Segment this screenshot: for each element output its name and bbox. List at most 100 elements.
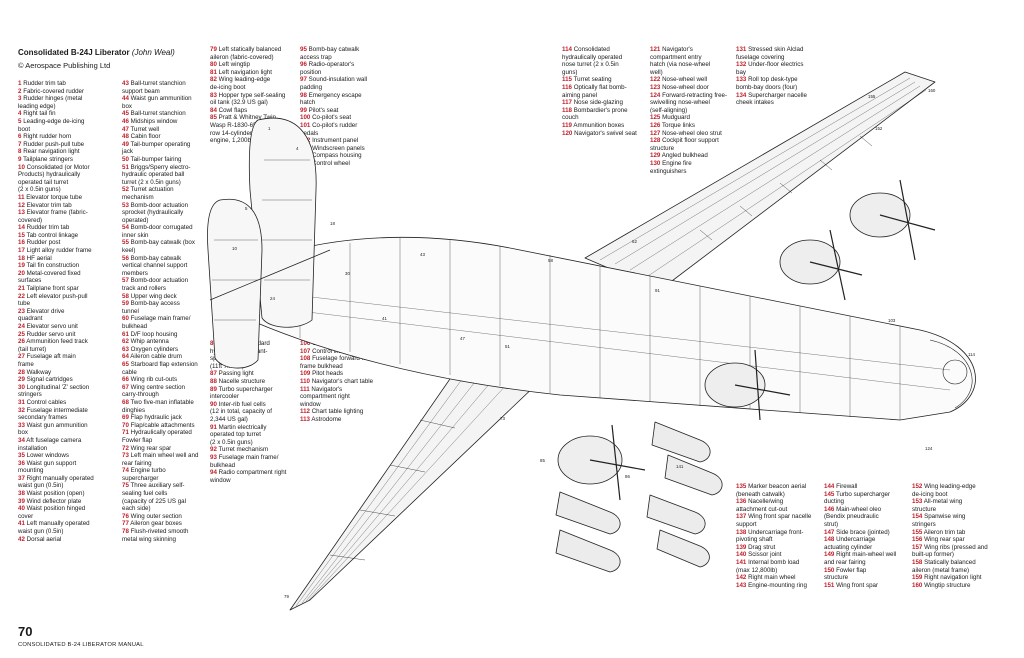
callout-18: 18 [330, 221, 335, 226]
callout-24: 24 [270, 296, 275, 301]
legend-item: 57 Bomb-door actuation track and rollers [122, 277, 210, 292]
legend-item: 26 Ammunition feed track (tail turret) [18, 338, 118, 353]
legend-item-number: 32 [18, 406, 25, 414]
callout-10: 10 [232, 246, 237, 251]
legend-item-text: Light alloy rudder frame [26, 247, 92, 255]
legend-item-number: 152 [912, 483, 923, 490]
legend-item-text: Bombardier's prone couch [562, 106, 628, 122]
legend-item-text: Right main wheel [748, 574, 796, 582]
legend-item-text: Tail-bumper operating jack [122, 140, 191, 156]
legend-item-number: 120 [562, 129, 573, 137]
legend-item: 152 Wing leading-edge de-icing boot [912, 483, 1012, 498]
callout-86: 86 [625, 474, 630, 479]
legend-item-number: 19 [18, 262, 25, 270]
legend-item-text: Aileron trim tab [923, 528, 966, 536]
legend-item: 142 Right main wheel [736, 574, 824, 582]
legend-item-text: Left main wheel well and rear fairing [122, 452, 199, 467]
legend-item: 133 Roll top desk-type bomb-bay doors (f… [736, 76, 824, 91]
legend-item-number: 124 [650, 91, 661, 99]
legend-item: 137 Wing front spar nacelle support [736, 513, 824, 528]
legend-item: 90 Inter-rib fuel cells (12 in total, ca… [210, 401, 300, 424]
legend-item: 84 Cowl flaps [210, 107, 300, 115]
legend-item: 38 Waist position (open) [18, 490, 118, 498]
legend-item: 83 Hopper type self-sealing oil tank (32… [210, 92, 300, 107]
legend-item: 62 Whip antenna [122, 338, 210, 346]
legend-item-text: Starboard flap extension cable [122, 360, 198, 376]
legend-item-text: Nose side-glazing [573, 99, 623, 107]
legend-item-number: 25 [18, 330, 25, 338]
legend-item: 67 Wing centre section carry-through [122, 384, 210, 399]
legend-item-number: 34 [18, 436, 25, 444]
bombs [555, 421, 723, 573]
legend-item: 123 Nose-wheel door [650, 84, 736, 92]
legend-item-number: 132 [736, 61, 747, 69]
legend-item-text: Fuselage intermediate secondary frames [18, 406, 88, 422]
legend-item-text: Turbo supercharger intercooler [210, 385, 273, 401]
callout-43: 43 [420, 252, 425, 257]
legend-item-text: Rudder push-pull tube [23, 140, 85, 148]
legend-item-text: Bomb-bay catwalk access trap [300, 46, 360, 61]
legend-item: 153 All-metal wing structure [912, 498, 1012, 513]
legend-item-text: Midships window [130, 117, 178, 125]
legend-item: 111 Navigator's compartment right window [300, 386, 390, 409]
legend-item-number: 106 [300, 340, 311, 347]
legend-item: 31 Control cables [18, 399, 118, 407]
legend-item: 36 Waist gun support mounting [18, 460, 118, 475]
legend-item-number: 83 [210, 91, 217, 99]
legend-item-number: 151 [824, 581, 835, 589]
legend-item-number: 131 [736, 46, 747, 53]
legend-item-number: 74 [122, 467, 129, 475]
legend-item-text: Rear navigation light [23, 148, 80, 156]
legend-item: 41 Left manually operated waist gun (0.5… [18, 520, 118, 535]
legend-item-text: Cabin floor [130, 133, 161, 141]
legend-item: 33 Waist gun ammunition box [18, 422, 118, 437]
legend-item: 119 Ammunition boxes [562, 122, 650, 130]
legend-item-text: Tab control linkage [26, 231, 79, 239]
legend-item-number: 10 [18, 163, 25, 171]
callout-30: 30 [345, 271, 350, 276]
legend-item-text: Signal cartridges [26, 376, 73, 384]
legend-item: 34 Aft fuselage camera installation [18, 437, 118, 452]
legend-item: 156 Wing rear spar [912, 536, 1012, 544]
legend-item-number: 28 [18, 368, 25, 376]
legend-item-text: Rudder trim tab [23, 80, 66, 87]
legend-item-text: Left manually operated waist gun (0.5in) [18, 520, 90, 536]
legend-item-text: Control cables [26, 398, 67, 406]
legend-item-text: Bomb-bay catwalk vertical channel suppor… [122, 254, 188, 277]
legend-item-text: Elevator drive quadrant [18, 307, 65, 323]
legend-item: 89 Turbo supercharger intercooler [210, 386, 300, 401]
legend-item-text: Right navigation light [924, 574, 982, 582]
legend-item: 138 Undercarriage front- pivoting shaft [736, 529, 824, 544]
legend-item-text: Chart table lighting [311, 408, 364, 416]
legend-item-number: 119 [562, 121, 572, 129]
legend-item-text: Three auxiliary self- sealing fuel cells… [122, 482, 186, 513]
legend-item: 64 Aileron cable drum [122, 353, 210, 361]
legend-item-number: 49 [122, 140, 129, 148]
legend-item: 44 Waist gun ammunition box [122, 95, 210, 110]
legend-item: 19 Tail fin construction [18, 262, 118, 270]
legend-item: 17 Light alloy rudder frame [18, 247, 118, 255]
legend-item: 96 Radio-operator's position [300, 61, 380, 76]
legend-item-number: 70 [122, 421, 129, 429]
legend-item-number: 31 [18, 398, 25, 406]
legend-item-text: Bomb-bay catwalk (box keel) [122, 239, 195, 255]
legend-item: 88 Nacelle structure [210, 378, 300, 386]
legend-item-number: 46 [122, 117, 129, 125]
legend-item: 130 Engine fire extinguishers [650, 160, 736, 175]
legend-item: 7 Rudder push-pull tube [18, 141, 118, 149]
legend-item-number: 24 [18, 323, 25, 330]
legend-item-number: 35 [18, 452, 25, 460]
legend-item: 60 Fuselage main frame/ bulkhead [122, 315, 210, 330]
legend-item: 114 Consolidated hydraulically operated … [562, 46, 650, 76]
legend-item-text: Rudder post [26, 239, 61, 247]
legend-item: 43 Ball-turret stanchion support beam [122, 80, 210, 95]
legend-item-text: Spanwise wing stringers [912, 513, 966, 528]
legend-item-text: Longitudinal 'Z' section stringers [18, 383, 90, 399]
legend-item-number: 81 [210, 68, 217, 76]
legend-item: 154 Spanwise wing stringers [912, 513, 1012, 528]
legend-item-text: Two five-man inflatable dinghies [122, 398, 194, 414]
legend-item: 35 Lower windows [18, 452, 118, 460]
legend-item: 58 Upper wing deck [122, 293, 210, 301]
legend-item-text: Co-pilot's seat [312, 114, 352, 122]
legend-item: 55 Bomb-bay catwalk (box keel) [122, 239, 210, 254]
